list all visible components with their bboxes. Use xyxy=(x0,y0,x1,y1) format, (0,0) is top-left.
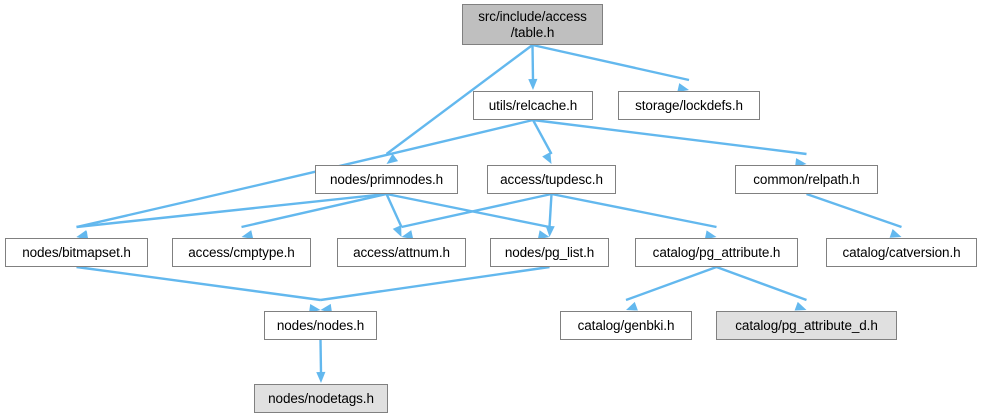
graph-node-label: nodes/nodetags.h xyxy=(268,390,374,406)
graph-node-label: nodes/nodes.h xyxy=(276,317,365,333)
edge-arrowhead xyxy=(528,78,538,90)
graph-edge-relpath-to-catversion xyxy=(806,192,902,229)
graph-node-label: access/tupdesc.h xyxy=(500,171,603,187)
graph-edge-bitmapset-to-nodes xyxy=(76,265,321,302)
graph-edge-tupdesc-to-pg_attribute xyxy=(551,192,717,229)
graph-node-attnum[interactable]: access/attnum.h xyxy=(337,238,466,267)
graph-node-cmptype[interactable]: access/cmptype.h xyxy=(172,238,311,267)
edge-arrowhead xyxy=(626,301,638,311)
graph-node-label: nodes/primnodes.h xyxy=(329,171,444,187)
graph-node-label: nodes/bitmapset.h xyxy=(22,244,131,260)
graph-node-label: src/include/access /table.h xyxy=(478,8,587,40)
edge-arrowhead xyxy=(537,230,550,240)
graph-node-label: catalog/pg_attribute.h xyxy=(652,244,781,260)
edge-arrowhead xyxy=(241,230,254,240)
edge-arrowhead xyxy=(401,230,414,240)
graph-edge-relcache-to-bitmapset xyxy=(76,118,534,229)
graph-node-bitmapset[interactable]: nodes/bitmapset.h xyxy=(5,238,148,267)
graph-node-label: access/attnum.h xyxy=(353,244,450,260)
graph-node-lockdefs[interactable]: storage/lockdefs.h xyxy=(618,91,760,120)
edge-arrowhead xyxy=(316,371,326,383)
graph-node-nodes[interactable]: nodes/nodes.h xyxy=(264,311,377,340)
graph-edge-relcache-to-tupdesc xyxy=(531,119,553,155)
graph-node-label: storage/lockdefs.h xyxy=(635,97,743,113)
graph-node-nodetags[interactable]: nodes/nodetags.h xyxy=(254,384,388,413)
graph-edge-nodes-to-nodetags xyxy=(319,339,323,374)
edge-arrowhead xyxy=(889,229,902,238)
graph-node-label: catalog/pg_attribute_d.h xyxy=(735,317,878,333)
edge-arrowhead xyxy=(386,153,399,164)
graph-node-genbki[interactable]: catalog/genbki.h xyxy=(560,311,692,340)
edge-arrowhead xyxy=(392,225,402,237)
edge-arrowhead xyxy=(794,301,807,311)
edge-arrowhead xyxy=(545,225,555,237)
edge-arrowhead xyxy=(795,158,807,168)
edge-arrowhead xyxy=(542,152,552,164)
edge-arrowhead xyxy=(308,303,321,314)
graph-node-label: utils/relcache.h xyxy=(488,97,578,113)
graph-edge-pg_list-to-nodes xyxy=(320,265,550,302)
graph-node-label: access/cmptype.h xyxy=(188,244,295,260)
graph-node-label: catalog/catversion.h xyxy=(842,244,961,260)
graph-node-catversion[interactable]: catalog/catversion.h xyxy=(826,238,977,267)
graph-node-label: common/relpath.h xyxy=(753,171,860,187)
edge-arrowhead xyxy=(677,83,689,93)
graph-edge-primnodes-to-bitmapset xyxy=(76,192,387,229)
graph-node-tupdesc[interactable]: access/tupdesc.h xyxy=(487,165,616,194)
graph-node-pg_attribute[interactable]: catalog/pg_attribute.h xyxy=(635,238,798,267)
graph-node-label: catalog/genbki.h xyxy=(577,317,675,333)
edge-arrowhead xyxy=(704,230,717,240)
graph-node-pg_list[interactable]: nodes/pg_list.h xyxy=(490,238,609,267)
graph-node-pg_attribute_d[interactable]: catalog/pg_attribute_d.h xyxy=(716,311,897,340)
graph-edge-table-to-lockdefs xyxy=(532,43,690,82)
graph-edge-tupdesc-to-pg_list xyxy=(548,193,553,228)
graph-edge-relcache-to-relpath xyxy=(532,118,807,156)
graph-node-label: nodes/pg_list.h xyxy=(504,244,595,260)
graph-node-table[interactable]: src/include/access /table.h xyxy=(462,4,603,45)
graph-edge-primnodes-to-attnum xyxy=(385,193,403,228)
graph-node-relpath[interactable]: common/relpath.h xyxy=(735,165,878,194)
graph-edge-primnodes-to-cmptype xyxy=(241,192,387,229)
edge-arrowhead xyxy=(320,303,333,313)
graph-edge-tupdesc-to-attnum xyxy=(401,192,552,229)
graph-edge-table-to-relcache xyxy=(531,44,535,81)
graph-node-relcache[interactable]: utils/relcache.h xyxy=(473,91,593,120)
graph-edge-pg_attribute-to-genbki xyxy=(625,265,717,302)
graph-node-primnodes[interactable]: nodes/primnodes.h xyxy=(315,165,458,194)
graph-edge-table-to-primnodes xyxy=(385,44,534,155)
graph-edge-primnodes-to-pg_list xyxy=(386,192,550,229)
graph-edge-pg_attribute-to-pg_attribute_d xyxy=(716,265,807,302)
